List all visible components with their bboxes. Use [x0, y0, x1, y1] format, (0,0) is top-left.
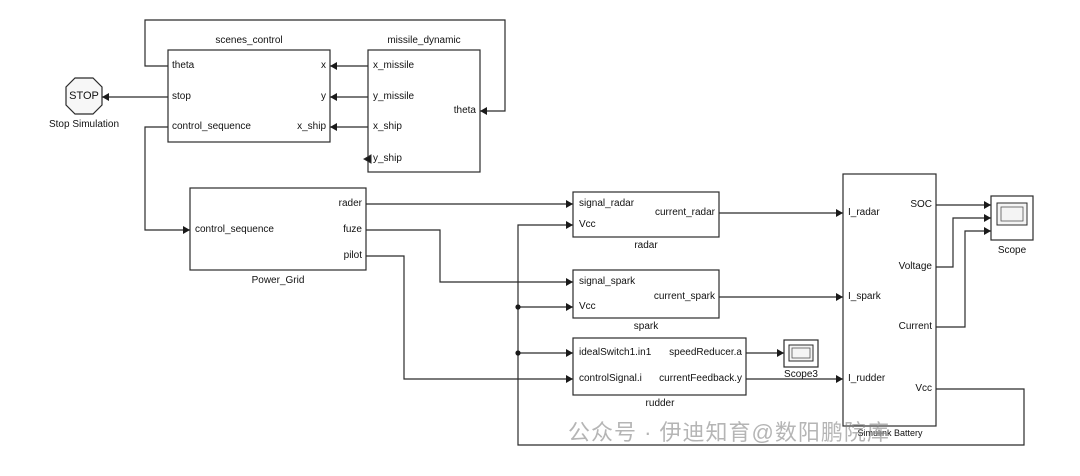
battery-in-i-rudder: I_rudder: [848, 373, 886, 384]
rudder-in-ideal-switch: idealSwitch1.in1: [579, 347, 652, 358]
scenes-control-in-stop: stop: [172, 91, 191, 102]
battery-out-vcc: Vcc: [915, 383, 932, 394]
scope-icon[interactable]: [990, 195, 1034, 241]
radar-block[interactable]: [572, 191, 720, 238]
radar-title: radar: [634, 240, 658, 251]
rudder-out-speed-reducer: speedReducer.a: [669, 347, 742, 358]
missile-dynamic-in-x-ship: x_ship: [373, 121, 402, 132]
missile-dynamic-in-x-missile: x_missile: [373, 60, 415, 71]
power-grid-out-rader: rader: [338, 198, 362, 209]
battery-out-current: Current: [898, 321, 932, 332]
power-grid-block[interactable]: [189, 187, 367, 271]
scope3-icon[interactable]: [783, 339, 819, 368]
battery-block[interactable]: [842, 173, 937, 427]
radar-in-signal-radar: signal_radar: [579, 198, 635, 209]
scenes-control-in-theta: theta: [172, 60, 195, 71]
battery-out-voltage: Voltage: [898, 261, 932, 272]
power-grid-out-pilot: pilot: [343, 250, 362, 261]
power-grid-in-control-sequence: control_sequence: [195, 224, 274, 235]
battery-in-i-spark: I_spark: [848, 291, 881, 302]
stop-simulation-title: Stop Simulation: [48, 119, 120, 130]
scenes-control-block[interactable]: [167, 49, 331, 143]
rudder-in-control-signal: controlSignal.i: [579, 373, 642, 384]
scenes-control-out-y: y: [321, 91, 326, 102]
scenes-control-in-control-sequence: control_sequence: [172, 121, 251, 132]
rudder-block[interactable]: [572, 337, 747, 396]
watermark-text: 公众号 · 伊迪知育@数阳鹏院库: [568, 420, 890, 445]
battery-title: Simulink Battery: [857, 428, 923, 438]
spark-title: spark: [633, 321, 659, 332]
battery-in-i-radar: I_radar: [848, 207, 880, 218]
scope-title: Scope: [997, 245, 1027, 256]
power-grid-title: Power_Grid: [251, 275, 305, 286]
spark-in-vcc: Vcc: [579, 301, 596, 312]
missile-dynamic-in-y-ship: y_ship: [373, 153, 402, 164]
spark-in-signal-spark: signal_spark: [579, 276, 636, 287]
rudder-title: rudder: [645, 398, 675, 409]
power-grid-out-fuze: fuze: [343, 224, 362, 235]
stop-symbol: STOP: [69, 90, 99, 102]
scenes-control-out-x-ship: x_ship: [297, 121, 326, 132]
scenes-control-out-x: x: [321, 60, 326, 71]
radar-in-vcc: Vcc: [579, 219, 596, 230]
stop-octagon-icon[interactable]: [65, 77, 103, 115]
rudder-out-current-feedback: currentFeedback.y: [659, 373, 742, 384]
battery-out-soc: SOC: [910, 199, 932, 210]
radar-out-current-radar: current_radar: [654, 207, 715, 218]
missile-dynamic-out-theta: theta: [453, 105, 476, 116]
spark-block[interactable]: [572, 269, 720, 319]
missile-dynamic-in-y-missile: y_missile: [373, 91, 415, 102]
spark-out-current-spark: current_spark: [653, 291, 715, 302]
scope3-title: Scope3: [784, 369, 818, 380]
scenes-control-title: scenes_control: [215, 35, 283, 46]
missile-dynamic-title: missile_dynamic: [387, 35, 461, 46]
missile-dynamic-block[interactable]: [367, 49, 481, 173]
